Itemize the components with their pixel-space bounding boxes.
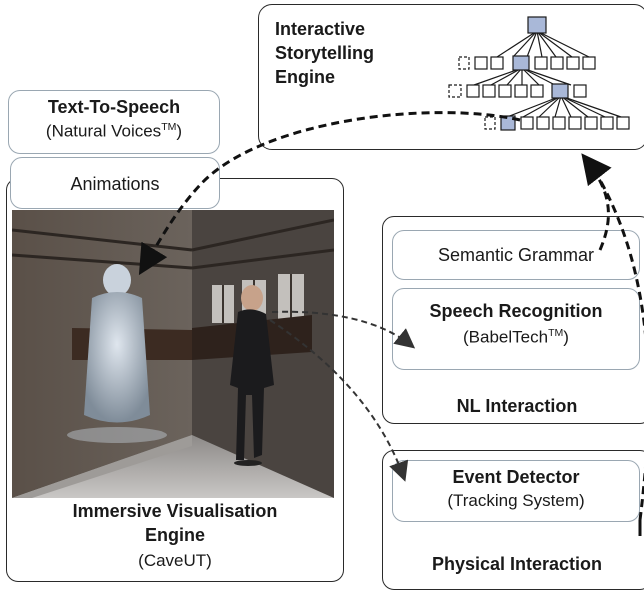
semantic-grammar-box: Semantic Grammar bbox=[392, 230, 640, 280]
story-tree-diagram bbox=[448, 16, 630, 131]
tts-subtitle: (Natural VoicesTM) bbox=[45, 121, 183, 141]
tts-box: Text-To-Speech (Natural VoicesTM) bbox=[8, 90, 220, 154]
semantic-grammar-label: Semantic Grammar bbox=[437, 245, 595, 265]
storytelling-engine-box: Interactive Storytelling Engine bbox=[258, 4, 644, 150]
visualisation-engine-subtitle: (CaveUT) bbox=[138, 551, 212, 570]
event-detector-title: Event Detector bbox=[452, 467, 580, 487]
speech-recognition-subtitle: (BabelTechTM) bbox=[463, 327, 569, 347]
visualisation-engine-title-line2: Engine bbox=[144, 525, 205, 545]
storytelling-engine-title: Interactive Storytelling Engine bbox=[275, 19, 375, 87]
animations-label: Animations bbox=[70, 174, 160, 194]
tts-title: Text-To-Speech bbox=[47, 97, 181, 117]
visualisation-engine-title-line1: Immersive Visualisation bbox=[72, 501, 278, 521]
cave-photo bbox=[12, 210, 334, 498]
speech-recognition-title: Speech Recognition bbox=[429, 301, 603, 321]
cave-scene-illustration bbox=[12, 210, 334, 498]
physical-interaction-label: Physical Interaction bbox=[431, 554, 603, 574]
event-detector-subtitle: (Tracking System) bbox=[447, 491, 585, 510]
event-detector-box: Event Detector (Tracking System) bbox=[392, 460, 640, 522]
nl-interaction-label: NL Interaction bbox=[456, 396, 578, 416]
speech-recognition-box: Speech Recognition (BabelTechTM) bbox=[392, 288, 640, 370]
animations-box: Animations bbox=[10, 157, 220, 209]
